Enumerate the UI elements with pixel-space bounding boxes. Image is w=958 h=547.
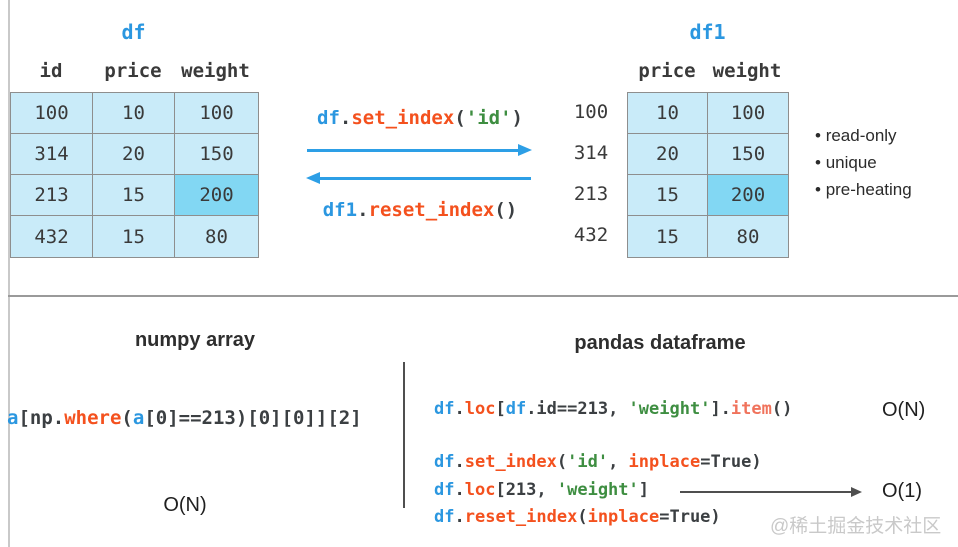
table-cell: 100 [11,93,93,134]
pandas-loc-item-code: df.loc[df.id==213, 'weight'].item() [434,399,793,419]
pandas-reset-index-code: df.reset_index(inplace=True) [434,507,721,527]
table-cell: 150 [708,134,788,175]
vertical-divider [403,362,405,508]
table-cell: 10 [628,93,708,134]
pandas-loc-index-code: df.loc[213, 'weight'] [434,480,650,500]
column-header-weight: weight [712,60,782,82]
column-header-price: price [104,60,162,82]
numpy-complexity: O(N) [163,494,207,516]
pandas-indexed-complexity: O(1) [882,480,922,502]
left-edge-divider [8,0,10,547]
df-table: 100 10 100 314 20 150 213 15 200 432 15 … [10,92,259,258]
table-cell: 100 [175,93,258,134]
set-index-code: df.set_index('id') [317,107,523,129]
highlighted-table-cell: 200 [708,175,788,216]
table-cell: 80 [708,216,788,257]
table-cell: 10 [93,93,175,134]
numpy-code: a[np.where(a[0]==213)[0][0]][2] [7,407,362,429]
df-table-title: df [121,20,146,44]
list-item: read-only [815,122,912,149]
highlighted-table-cell: 200 [175,175,258,216]
table-cell: 20 [93,134,175,175]
table-cell: 20 [628,134,708,175]
numpy-section-heading: numpy array [134,329,256,351]
df-table-headers: id price weight [10,60,257,82]
table-cell: 150 [175,134,258,175]
column-header-price: price [638,60,696,82]
df1-table-headers: price weight [627,60,787,82]
table-cell: 15 [628,216,708,257]
list-item: unique [815,149,912,176]
df1-table: 10 100 20 150 15 200 15 80 [627,92,789,258]
table-cell: 15 [93,216,175,257]
pandas-loc-complexity: O(N) [882,399,926,421]
set-index-arrow-icon [307,144,532,156]
table-cell: 213 [11,175,93,216]
index-properties-list: read-only unique pre-heating [815,122,912,203]
index-label: 314 [573,142,609,164]
column-header-id: id [39,60,63,82]
pandas-section-heading: pandas dataframe [574,332,746,354]
df1-table-title: df1 [689,20,726,44]
index-label: 432 [573,224,609,246]
table-cell: 15 [93,175,175,216]
list-item: pre-heating [815,176,912,203]
table-cell: 80 [175,216,258,257]
pandas-set-index-code: df.set_index('id', inplace=True) [434,452,762,472]
table-cell: 432 [11,216,93,257]
column-header-weight: weight [181,60,250,82]
index-label: 213 [573,183,609,205]
table-cell: 314 [11,134,93,175]
table-cell: 15 [628,175,708,216]
table-cell: 100 [708,93,788,134]
watermark: @稀土掘金技术社区 [770,516,942,537]
reset-index-code: df1.reset_index() [322,199,518,221]
index-label: 100 [573,101,609,123]
reset-index-arrow-icon [306,172,531,184]
complexity-arrow-icon [680,487,862,497]
horizontal-divider [8,295,958,297]
